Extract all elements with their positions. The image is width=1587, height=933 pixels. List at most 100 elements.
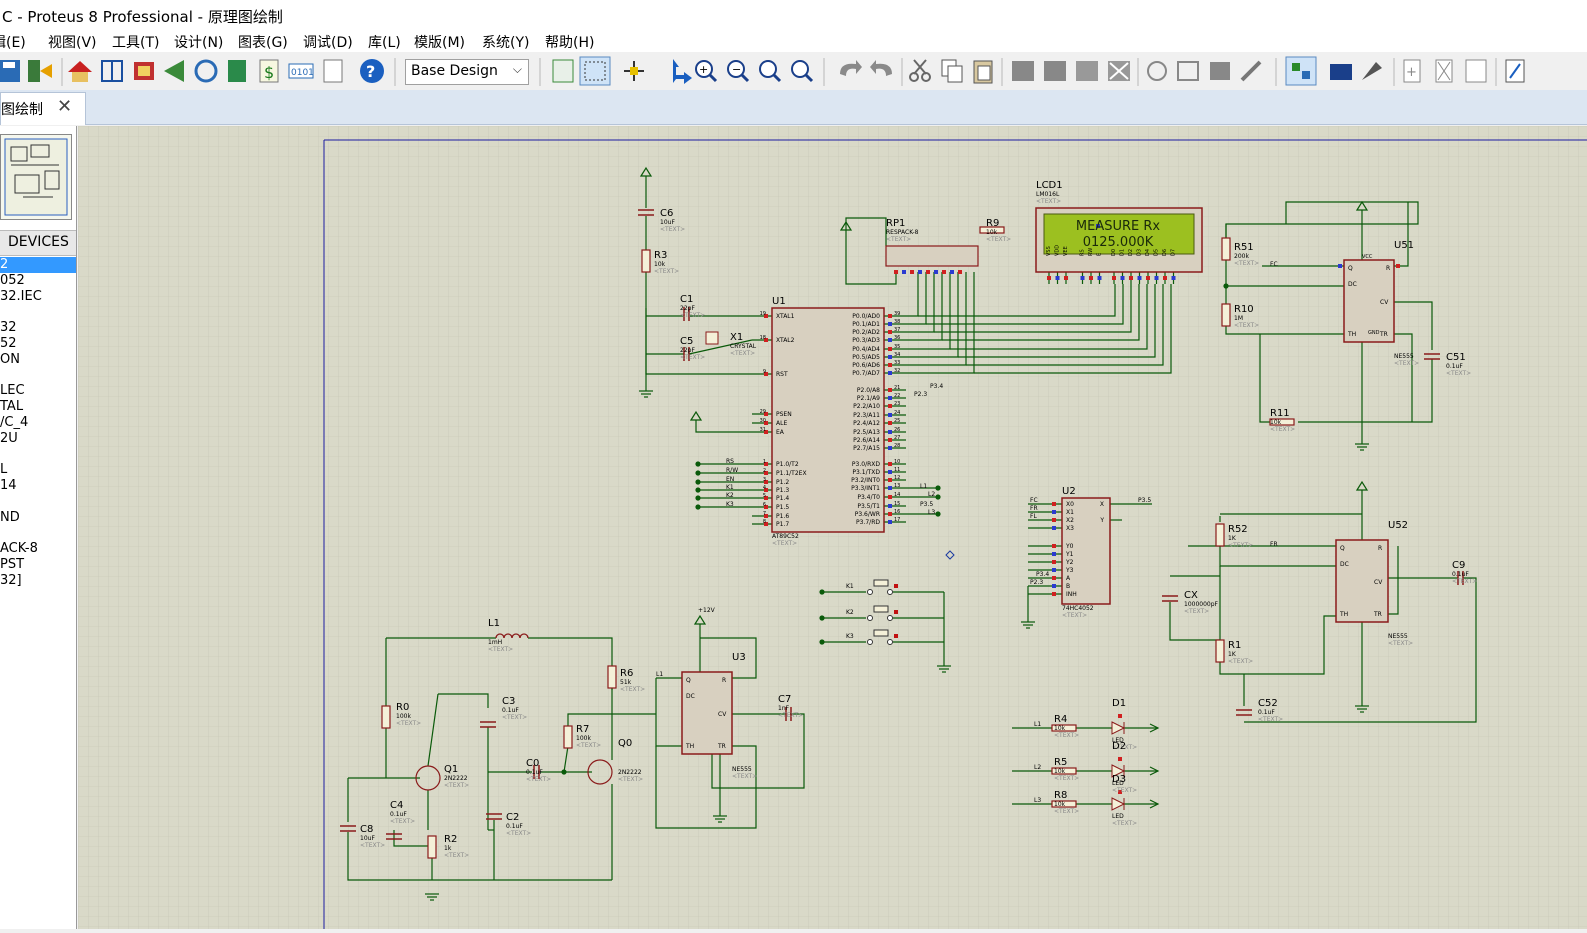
binary-icon[interactable]: 0101 xyxy=(288,63,314,79)
new-sheet-icon[interactable]: + xyxy=(1403,59,1421,83)
device-list-item[interactable]: ND xyxy=(0,509,20,525)
lcd-pin-label: D4 xyxy=(1145,249,1151,256)
net-label: L3 xyxy=(1034,797,1041,804)
schematic-icon[interactable] xyxy=(101,60,123,82)
remove-sheet-icon[interactable] xyxy=(1435,59,1453,83)
device-list-item[interactable]: TAL xyxy=(0,399,24,415)
u1-pin-label: P0.1/AD1 xyxy=(852,321,880,328)
device-list-item[interactable]: LEC xyxy=(0,383,25,399)
pcb-icon[interactable] xyxy=(134,62,154,80)
u1-pin-label: P3.3/INT1 xyxy=(851,485,880,492)
device-list-item[interactable]: 32] xyxy=(0,572,22,588)
device-list-item[interactable]: 052 xyxy=(0,272,25,288)
cut-icon[interactable] xyxy=(909,59,931,82)
device-list-item[interactable]: /C_4 xyxy=(0,414,29,430)
menu-item-3[interactable]: 设计(N) xyxy=(174,35,224,51)
exit-icon[interactable] xyxy=(28,60,52,82)
package-icon[interactable] xyxy=(1210,62,1230,80)
lcd-pin-label: VDD xyxy=(1055,245,1061,256)
refresh-icon[interactable] xyxy=(552,59,574,83)
device-list-item[interactable]: 32.IEC xyxy=(0,288,42,304)
close-icon[interactable]: ✕ xyxy=(57,96,73,117)
u2-pin-label: Y2 xyxy=(1065,559,1074,566)
device-list-item[interactable]: PST xyxy=(0,557,25,573)
menu-item-8[interactable]: 系统(Y) xyxy=(482,35,530,51)
device-list-item[interactable]: 2 xyxy=(0,257,76,273)
gerber-icon[interactable] xyxy=(164,60,184,82)
3d-icon[interactable] xyxy=(194,59,218,83)
device-list-item[interactable]: ACK-8 xyxy=(0,541,38,557)
redo-icon[interactable] xyxy=(870,60,892,76)
u1-pin-label: P2.3/A11 xyxy=(853,412,880,419)
svg-text:−: − xyxy=(732,63,741,76)
exit-parent-icon[interactable] xyxy=(1465,59,1487,83)
menu-item-9[interactable]: 帮助(H) xyxy=(545,35,595,51)
make-device-icon[interactable] xyxy=(1177,61,1199,81)
part-value: 10k xyxy=(1270,419,1282,426)
bom-icon[interactable] xyxy=(228,60,246,82)
copy-icon[interactable] xyxy=(941,59,963,83)
menu-item-6[interactable]: 库(L) xyxy=(368,35,401,51)
part-ref: R11 xyxy=(1270,408,1290,419)
zoom-out-icon[interactable]: − xyxy=(727,60,750,83)
part-ref: C0 xyxy=(526,758,539,769)
notes-icon[interactable] xyxy=(323,59,343,83)
menu-item-2[interactable]: 工具(T) xyxy=(112,35,160,51)
pin-marker xyxy=(1118,757,1122,761)
part-text-placeholder: <TEXT> xyxy=(886,236,911,243)
device-list-item[interactable] xyxy=(0,304,76,320)
part-text-placeholder: <TEXT> xyxy=(778,712,803,719)
zoom-in-icon[interactable]: + xyxy=(695,60,718,83)
menu-item-4[interactable]: 图表(G) xyxy=(238,35,288,51)
report-icon[interactable] xyxy=(1505,59,1525,83)
pan-icon[interactable] xyxy=(673,59,692,84)
wire xyxy=(528,637,613,674)
property-assign-icon[interactable] xyxy=(1362,62,1382,80)
paste-icon[interactable] xyxy=(973,60,993,84)
help-icon[interactable]: ? xyxy=(360,59,384,83)
origin-icon[interactable] xyxy=(624,61,644,81)
decompose-icon[interactable] xyxy=(1240,60,1262,82)
block-rotate-icon[interactable] xyxy=(1076,61,1098,81)
zoom-area-icon[interactable] xyxy=(791,60,814,83)
part-text-placeholder: <TEXT> xyxy=(444,852,469,859)
overview-window[interactable] xyxy=(0,134,72,220)
design-select[interactable]: Base Design ⌵ xyxy=(405,59,529,85)
undo-icon[interactable] xyxy=(840,60,862,76)
device-list-item[interactable] xyxy=(0,526,76,542)
zoom-all-icon[interactable] xyxy=(759,60,782,83)
menu-item-5[interactable]: 调试(D) xyxy=(303,35,353,51)
ic-pin-label: Q xyxy=(1340,545,1345,552)
search-tag-icon[interactable] xyxy=(1330,64,1352,80)
block-delete-icon[interactable] xyxy=(1108,61,1130,81)
device-list-item[interactable] xyxy=(0,368,76,384)
part-ref: C2 xyxy=(506,812,519,823)
wire xyxy=(1259,334,1270,423)
resistor xyxy=(1269,418,1295,426)
device-list-item[interactable] xyxy=(0,447,76,463)
device-list-item[interactable]: 52 xyxy=(0,335,17,351)
tab-schematic[interactable]: 图绘制 ✕ xyxy=(0,92,86,125)
dollar-icon[interactable]: $ xyxy=(259,59,279,83)
menu-item-0[interactable]: 辑(E) xyxy=(0,35,26,51)
menu-item-7[interactable]: 模版(M) xyxy=(414,35,466,51)
block-copy-icon[interactable] xyxy=(1012,61,1034,81)
block-move-icon[interactable] xyxy=(1044,61,1066,81)
part-text-placeholder: <TEXT> xyxy=(360,842,385,849)
device-list-item[interactable] xyxy=(0,494,76,510)
pin-marker xyxy=(764,314,768,318)
device-list-item[interactable]: L xyxy=(0,462,8,478)
save-icon[interactable] xyxy=(0,60,20,82)
grid-icon[interactable] xyxy=(579,56,611,86)
device-list-item[interactable]: 32 xyxy=(0,320,17,336)
home-icon[interactable] xyxy=(68,61,92,82)
wire-autorouter-icon[interactable] xyxy=(1285,56,1317,86)
menu-item-1[interactable]: 视图(V) xyxy=(48,35,97,51)
device-list-item[interactable]: 2U xyxy=(0,430,18,446)
device-list-item[interactable]: 14 xyxy=(0,478,17,494)
device-list-item[interactable]: ON xyxy=(0,351,20,367)
pick-device-icon[interactable] xyxy=(1147,61,1167,81)
